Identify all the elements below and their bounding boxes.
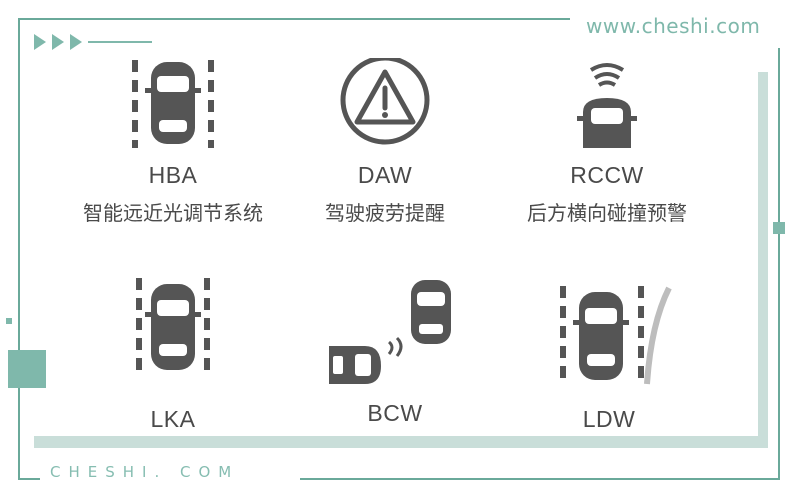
feature-abbr: DAW [357, 162, 413, 188]
car-lane-icon [132, 60, 214, 148]
warning-triangle-icon [340, 58, 430, 145]
brand-backdrop [40, 460, 300, 492]
feature-daw: DAW 驾驶疲劳提醒 [260, 58, 510, 226]
feature-abbr: HBA [148, 162, 198, 188]
feature-abbr: LDW [582, 406, 636, 432]
feature-rccw: RCCW 后方横向碰撞预警 [482, 58, 732, 226]
feature-ldw: LDW [484, 284, 734, 433]
rear-radar-car-icon [577, 63, 637, 148]
triple-arrow-icon [34, 34, 152, 50]
feature-abbr: LKA [150, 406, 196, 432]
decorative-frame [18, 18, 780, 480]
decor-dot [773, 222, 785, 234]
feature-bcw: BCW [270, 278, 520, 427]
footer-brand: CHESHI. COM [50, 463, 240, 481]
feature-hba: HBA 智能远近光调节系统 [48, 58, 298, 226]
blind-spot-cars-icon [329, 280, 451, 384]
car-lane-icon [136, 278, 210, 374]
lane-departure-icon [560, 286, 672, 386]
site-url: www.cheshi.com [586, 14, 761, 38]
feature-name: 智能远近光调节系统 [83, 201, 263, 225]
decor-dot [6, 318, 12, 324]
url-backdrop [570, 8, 792, 48]
feature-lka: LKA [48, 276, 298, 433]
feature-abbr: BCW [367, 400, 423, 426]
feature-abbr: RCCW [570, 162, 644, 188]
decor-square [8, 350, 46, 388]
feature-name: 驾驶疲劳提醒 [325, 201, 445, 225]
feature-name: 后方横向碰撞预警 [527, 201, 687, 225]
